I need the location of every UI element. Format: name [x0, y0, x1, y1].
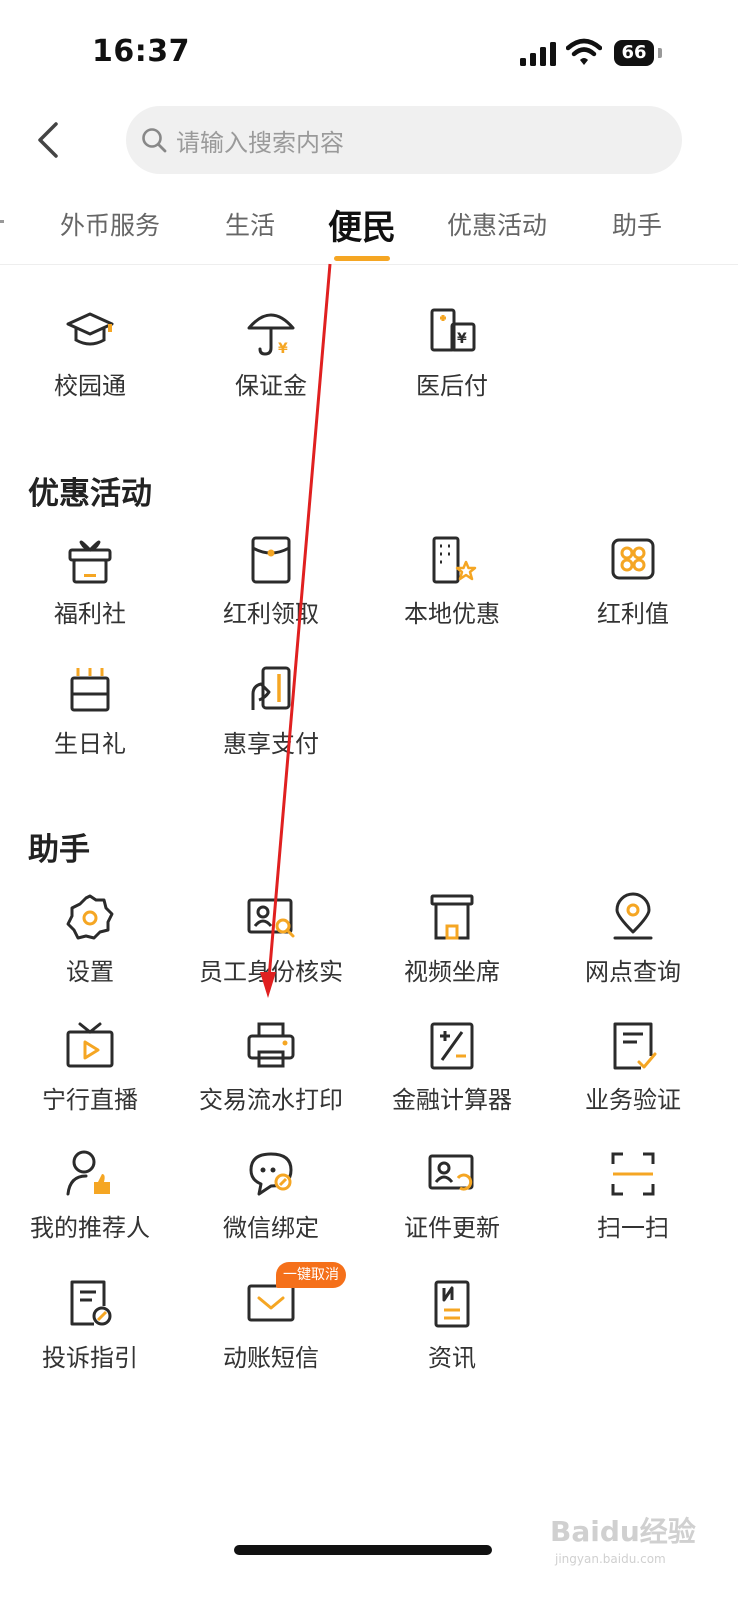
gear-icon — [66, 894, 114, 940]
tile-label: 保证金 — [235, 372, 307, 400]
tile-label: 红利领取 — [223, 600, 319, 628]
tile-label: 红利值 — [597, 600, 669, 628]
tile-branch-search[interactable]: 网点查询 — [543, 892, 723, 1002]
tile-referrer[interactable]: 我的推荐人 — [0, 1148, 180, 1258]
tile-dividend-value[interactable]: 红利值 — [543, 534, 723, 644]
red-envelope-icon — [251, 536, 291, 584]
id-card-search-icon — [247, 898, 295, 938]
tile-deposit[interactable]: ¥ 保证金 — [181, 306, 361, 416]
watermark-sub: jingyan.baidu.com — [555, 1552, 666, 1566]
tile-live-stream[interactable]: 宁行直播 — [0, 1020, 180, 1130]
tile-label: 扫一扫 — [597, 1214, 669, 1242]
newspaper-icon — [434, 1280, 470, 1328]
status-time: 16:37 — [92, 34, 190, 69]
top-bar: 请输入搜索内容 — [0, 106, 738, 176]
back-arrow-icon[interactable] — [30, 120, 70, 160]
tile-dividend-claim[interactable]: 红利领取 — [181, 534, 361, 644]
complaint-doc-icon — [70, 1280, 112, 1326]
tile-label: 惠享支付 — [223, 730, 319, 758]
home-indicator[interactable] — [234, 1545, 492, 1555]
section-title-promotions: 优惠活动 — [28, 476, 152, 512]
tile-complaint-guide[interactable]: 投诉指引 — [0, 1278, 180, 1388]
svg-text:¥: ¥ — [278, 341, 288, 357]
tile-label: 本地优惠 — [404, 600, 500, 628]
tile-pay-after-treatment[interactable]: ¥ 医后付 — [362, 306, 542, 416]
calculator-icon — [430, 1022, 474, 1070]
battery-tip — [658, 48, 662, 58]
search-input[interactable]: 请输入搜索内容 — [126, 106, 682, 174]
video-desk-icon — [430, 894, 474, 940]
tile-account-sms[interactable]: 动账短信 — [181, 1278, 361, 1388]
graduation-cap-icon — [66, 312, 114, 346]
tile-label: 视频坐席 — [404, 958, 500, 986]
tile-label: 我的推荐人 — [30, 1214, 150, 1242]
tab-promotions[interactable]: 优惠活动 — [447, 211, 548, 240]
wifi-icon — [566, 38, 602, 65]
tv-play-icon — [66, 1022, 114, 1068]
watermark: Baidu经验 — [550, 1515, 696, 1548]
tile-birthday-gift[interactable]: 生日礼 — [0, 664, 180, 774]
tab-foreign-currency[interactable]: 外币服务 — [60, 211, 161, 240]
scan-frame-icon — [611, 1152, 655, 1196]
tile-wechat-binding[interactable]: 微信绑定 — [181, 1148, 361, 1258]
card-in-hand-icon — [251, 666, 291, 710]
tile-label: 生日礼 — [54, 730, 126, 758]
tile-label: 设置 — [66, 958, 114, 986]
tile-label: 宁行直播 — [42, 1086, 138, 1114]
gift-icon — [68, 540, 112, 584]
category-tabs: 外币服务 生活 便民 优惠活动 助手 — [0, 190, 738, 265]
tile-business-verify[interactable]: 业务验证 — [543, 1020, 723, 1130]
tab-convenience[interactable]: 便民 — [328, 208, 396, 248]
active-tab-indicator — [334, 256, 390, 261]
one-click-cancel-badge[interactable]: 一键取消 — [276, 1262, 346, 1288]
tile-news[interactable]: 资讯 — [362, 1278, 542, 1388]
chat-link-icon — [249, 1152, 293, 1196]
printer-icon — [247, 1022, 295, 1068]
tile-label: 业务验证 — [585, 1086, 681, 1114]
tile-settings[interactable]: 设置 — [0, 892, 180, 1002]
search-icon — [142, 128, 167, 153]
battery-icon: 66 — [614, 40, 654, 66]
svg-text:¥: ¥ — [457, 331, 467, 347]
document-check-icon — [613, 1022, 657, 1070]
tile-label: 网点查询 — [585, 958, 681, 986]
umbrella-yen-icon: ¥ — [247, 313, 295, 357]
dividend-box-icon — [611, 538, 655, 580]
id-card-refresh-icon — [428, 1154, 474, 1191]
tile-label: 动账短信 — [223, 1344, 319, 1372]
birthday-cake-icon — [70, 668, 110, 712]
tile-id-renewal[interactable]: 证件更新 — [362, 1148, 542, 1258]
medical-bill-icon: ¥ — [430, 308, 476, 352]
tab-life[interactable]: 生活 — [225, 211, 276, 240]
tile-local-offers[interactable]: 本地优惠 — [362, 534, 542, 644]
envelope-icon — [247, 1284, 295, 1322]
tile-label: 证件更新 — [404, 1214, 500, 1242]
tile-campus[interactable]: 校园通 — [0, 306, 180, 416]
status-bar: 16:37 66 — [0, 0, 738, 100]
location-pin-icon — [613, 892, 653, 940]
tile-label: 资讯 — [428, 1344, 476, 1372]
tab-scroll-edge — [0, 220, 4, 223]
tile-finance-calculator[interactable]: 金融计算器 — [362, 1020, 542, 1130]
tile-label: 金融计算器 — [392, 1086, 512, 1114]
section-title-assistant: 助手 — [28, 832, 90, 868]
user-thumbs-up-icon — [66, 1150, 110, 1196]
tile-label: 医后付 — [416, 372, 488, 400]
tab-assistant[interactable]: 助手 — [612, 211, 663, 240]
tile-label: 交易流水打印 — [199, 1086, 343, 1114]
building-star-icon — [432, 536, 477, 584]
tile-scan[interactable]: 扫一扫 — [543, 1148, 723, 1258]
tile-label: 福利社 — [54, 600, 126, 628]
tile-enjoy-pay[interactable]: 惠享支付 — [181, 664, 361, 774]
tile-video-agent[interactable]: 视频坐席 — [362, 892, 542, 1002]
tile-label: 校园通 — [54, 372, 126, 400]
search-placeholder: 请输入搜索内容 — [176, 128, 344, 157]
tile-label: 微信绑定 — [223, 1214, 319, 1242]
signal-icon — [520, 42, 556, 66]
tile-label: 投诉指引 — [42, 1344, 138, 1372]
tile-welfare[interactable]: 福利社 — [0, 534, 180, 644]
tile-transaction-print[interactable]: 交易流水打印 — [181, 1020, 361, 1130]
